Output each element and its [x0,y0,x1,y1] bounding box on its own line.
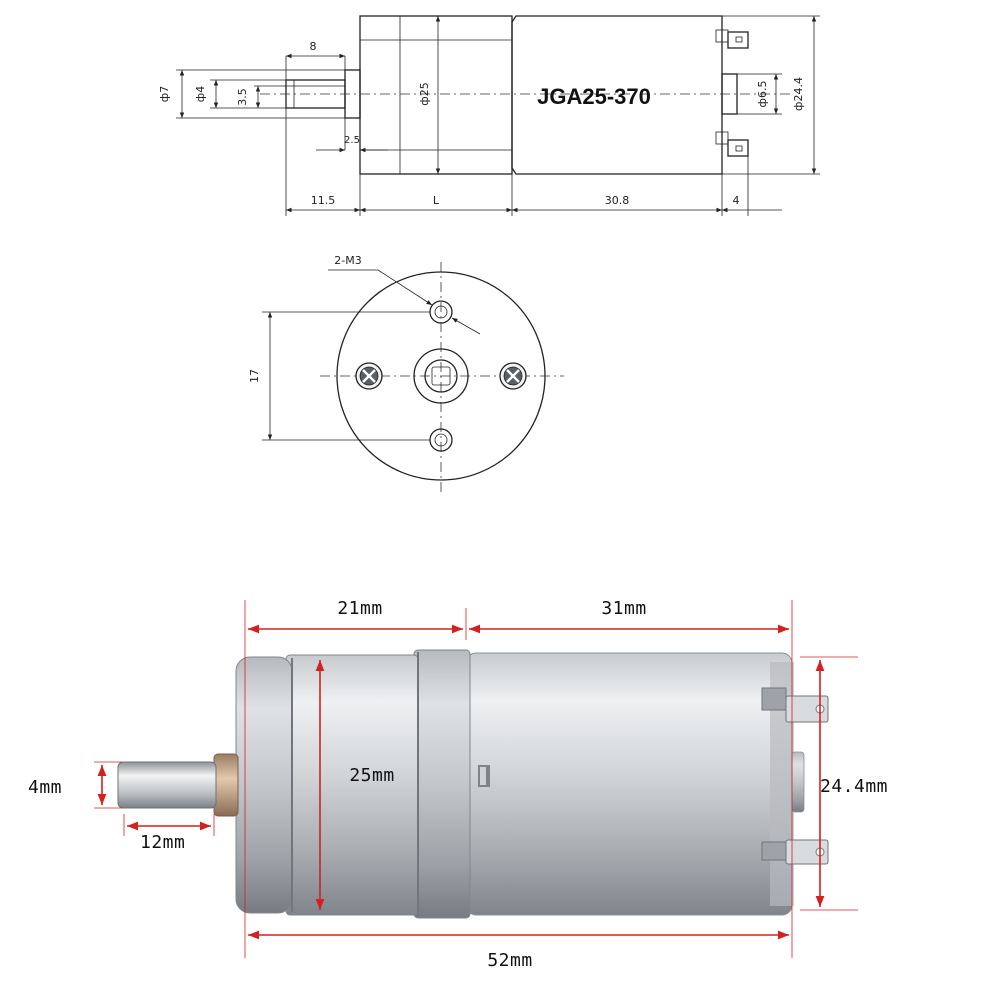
photo-total-length: 52mm [487,950,532,971]
photo-gearbox-dia: 25mm [349,765,394,786]
dim-gearbox-length: L [433,194,440,207]
motor-photo: 21mm 31mm 25mm 4mm 12mm 24.4mm 52mm [28,598,888,971]
photo-terminal-bottom [761,839,829,865]
screw-label: 2-M3 [334,254,361,267]
photo-gearbox-length: 21mm [337,598,382,619]
screw-left [355,362,383,390]
photo-shaft-dia: 4mm [28,777,62,798]
center-hub [413,348,469,404]
dim-shaft-inner-dia: ф4 [194,86,207,102]
gearbox-ring-3 [413,649,471,919]
terminal-top [715,29,749,49]
dim-key-length: 8 [310,40,317,53]
dim-gearbox-dia: ф25 [418,82,431,105]
photo-motor-length: 31mm [601,598,646,619]
end-view: 2-M3 17 [248,254,564,492]
dim-motor-length: 30.8 [605,194,630,207]
photo-motor-dia: 24.4mm [820,776,888,797]
dim-collar: 2.5 [344,135,360,146]
photo-shaft-length: 12mm [140,832,185,853]
dim-terminal-length: 4 [733,194,740,207]
dim-boss-dia: ф6.5 [756,81,769,108]
screw-right [499,362,527,390]
brass-bushing [213,753,239,817]
dim-motor-dia: ф24.4 [792,77,805,111]
side-view: JGA25-370 8 ф7 ф4 3.5 2.5 ф25 ф6.5 [158,15,820,216]
terminal-bottom [715,131,749,157]
dim-flat: 3.5 [236,88,249,106]
dim-hole-spacing: 17 [248,369,261,383]
dim-shaft-length: 11.5 [311,194,336,207]
model-label: JGA25-370 [537,84,651,109]
motor-can [465,652,793,916]
photo-shaft [117,761,217,809]
dim-shaft-dia: ф7 [158,86,171,102]
gearbox-ring-1 [235,656,293,914]
